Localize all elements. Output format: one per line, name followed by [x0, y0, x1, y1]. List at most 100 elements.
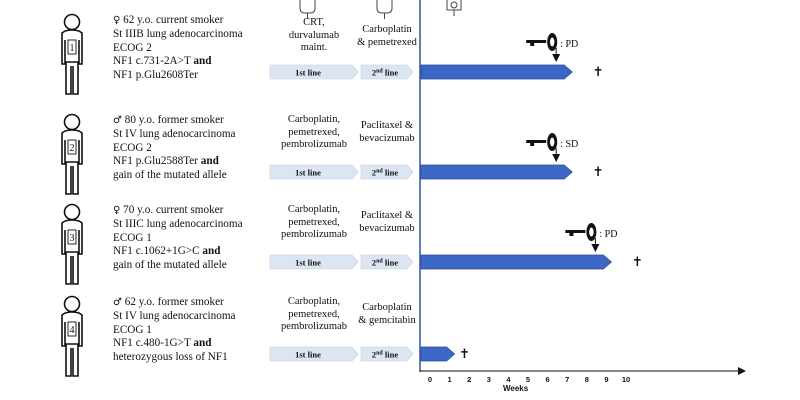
patient-summary: 62 y.o. former smoker — [124, 296, 224, 308]
second-line-chevron — [360, 164, 414, 180]
mutation-join: and — [202, 245, 221, 258]
first-line-chevron — [269, 254, 359, 270]
axis-tick-label: 6 — [546, 375, 550, 384]
axis-tick-label: 0 — [428, 375, 432, 384]
patient-stage: St IIIB lung adenocarcinoma — [113, 27, 243, 40]
axis-tick-label: 9 — [604, 375, 608, 384]
axis-tick-label: 1 — [448, 375, 452, 384]
patient-row: 1 1st line 2nd line ✝ : PD — [61, 13, 604, 95]
response-label: : PD — [599, 229, 617, 240]
first-line-chevron — [269, 64, 359, 80]
patient-row: 4 1st line 2nd line ✝ — [61, 295, 470, 377]
patient-number: 4 — [70, 325, 75, 336]
first-line-regimen: Carboplatin, pemetrexed, pembrolizumab — [281, 204, 347, 240]
patient-number-box — [67, 39, 77, 55]
axis-tick-label: 2 — [467, 375, 471, 384]
patient-number: 3 — [70, 233, 75, 244]
second-line-label: 2nd line — [372, 68, 399, 78]
patient-number: 1 — [70, 43, 75, 54]
mutation-a: NF1 c.1062+1G>C — [113, 245, 200, 258]
first-line-label: 1st line — [295, 350, 321, 360]
second-line-label: 2nd line — [372, 258, 399, 268]
patient-row: 2 1st line 2nd line ✝ : SD — [61, 113, 604, 195]
sex-symbol: ♂ — [113, 115, 122, 126]
second-line-label: 2nd line — [372, 168, 399, 178]
axis-tick-label: 4 — [506, 375, 511, 384]
person-outline-icon — [61, 295, 83, 377]
mutation-b: gain of the mutated allele — [113, 169, 227, 182]
first-line-chevron — [269, 346, 359, 362]
first-line-regimen: Carboplatin, pemetrexed, pembrolizumab — [281, 296, 347, 332]
first-line-label: 1st line — [295, 168, 321, 178]
patient-ecog: ECOG 1 — [113, 231, 152, 244]
second-line-regimen: Paclitaxel & bevacizumab — [359, 120, 415, 144]
person-outline-icon — [61, 13, 83, 95]
first-line-label: 1st line — [295, 258, 321, 268]
iv-bag-icon — [376, 0, 393, 19]
patient-stage: St IIIC lung adenocarcinoma — [113, 217, 243, 230]
mutation-join: and — [200, 155, 219, 168]
first-line-regimen: CRT, durvalumab maint. — [288, 17, 340, 53]
person-outline-icon — [61, 113, 83, 195]
axis-tick-label: 10 — [622, 375, 630, 384]
iv-bag-icon — [299, 0, 316, 19]
patient-number-box — [67, 229, 77, 245]
mutation-a: NF1 c.731-2A>T — [113, 55, 191, 68]
first-line-label: 1st line — [295, 68, 321, 78]
death-cross-icon: ✝ — [593, 165, 604, 180]
patient-stage: St IV lung adenocarcinoma — [113, 127, 236, 140]
first-line-regimen: Carboplatin, pemetrexed, pembrolizumab — [281, 114, 347, 150]
second-line-label: 2nd line — [372, 350, 399, 360]
response-label: : SD — [560, 139, 578, 150]
ct-scanner-icon — [526, 33, 558, 51]
death-cross-icon: ✝ — [632, 255, 643, 270]
mutation-b: NF1 p.Glu2608Ter — [113, 69, 198, 82]
patient-number: 2 — [70, 143, 75, 154]
person-outline-icon — [61, 203, 83, 285]
death-cross-icon: ✝ — [459, 347, 470, 362]
sex-symbol: ♀ — [113, 205, 121, 216]
mutation-join: and — [193, 337, 212, 350]
treatment-duration-bar — [420, 254, 613, 270]
patient-summary: 70 y.o. current smoker — [123, 204, 224, 216]
patient-number-box — [67, 139, 77, 155]
second-line-chevron — [360, 64, 414, 80]
mutation-join: and — [193, 55, 212, 68]
treatment-duration-bar — [420, 64, 573, 80]
axis-tick-label: 8 — [585, 375, 589, 384]
sex-symbol: ♂ — [113, 297, 122, 308]
axis-tick-label: 7 — [565, 375, 569, 384]
patient-summary: 62 y.o. current smoker — [123, 14, 224, 26]
treatment-duration-bar — [420, 164, 573, 180]
death-cross-icon: ✝ — [593, 65, 604, 80]
weeks-axis-label: Weeks — [503, 384, 529, 393]
ct-scanner-icon — [565, 223, 597, 241]
patient-ecog: ECOG 2 — [113, 141, 152, 154]
patient-stage: St IV lung adenocarcinoma — [113, 309, 236, 322]
second-line-regimen: Paclitaxel & bevacizumab — [359, 210, 415, 234]
mutation-a: NF1 c.480-1G>T — [113, 337, 191, 350]
mutation-a: NF1 p.Glu2588Ter — [113, 155, 198, 168]
mutation-b: heterozygous loss of NF1 — [113, 351, 228, 364]
second-line-chevron — [360, 346, 414, 362]
patient-summary: 80 y.o. former smoker — [124, 114, 224, 126]
axis-tick-label: 5 — [526, 375, 530, 384]
patient-ecog: ECOG 2 — [113, 41, 152, 54]
patient-row: 3 1st line 2nd line ✝ : PD — [61, 203, 643, 285]
axis-tick-label: 3 — [487, 375, 491, 384]
second-line-regimen: Carboplatin & pemetrexed — [357, 24, 417, 48]
first-line-chevron — [269, 164, 359, 180]
ct-scanner-icon — [446, 0, 462, 16]
second-line-regimen: Carboplatin & gemcitabin — [358, 302, 416, 326]
patient-number-box — [67, 321, 77, 337]
treatment-duration-bar — [420, 346, 456, 362]
second-line-chevron — [360, 254, 414, 270]
response-label: : PD — [560, 39, 578, 50]
ct-scanner-icon — [526, 133, 558, 151]
patient-ecog: ECOG 1 — [113, 323, 152, 336]
